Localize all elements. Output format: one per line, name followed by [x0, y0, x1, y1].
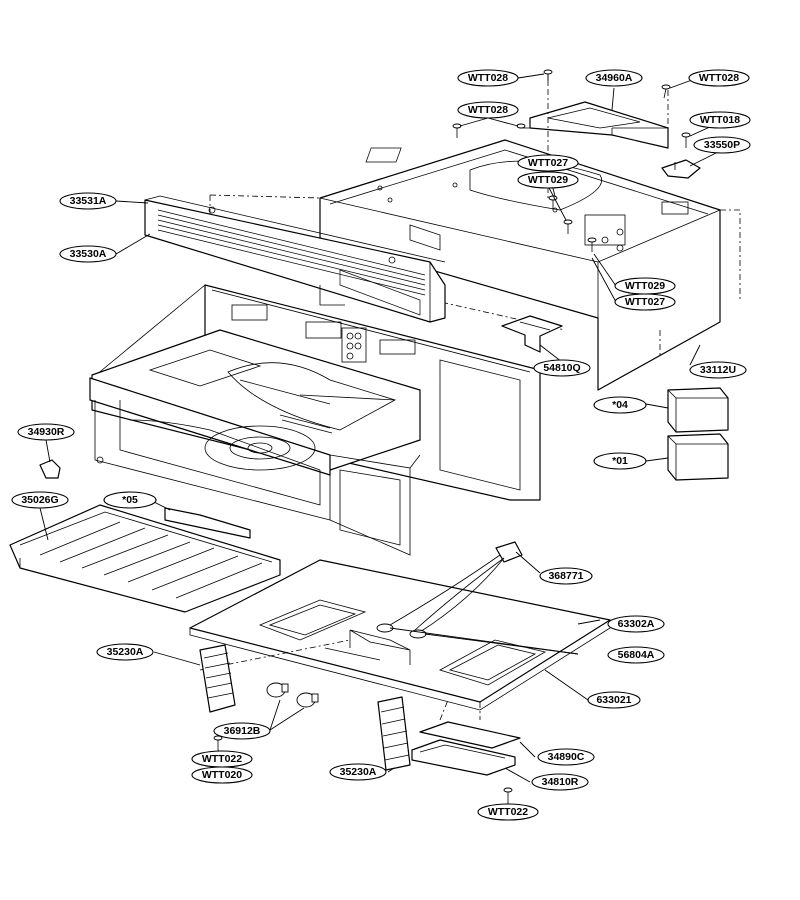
callout-33112u: 33112U: [689, 361, 747, 379]
cavity-top: [91, 329, 421, 471]
callout-54810q: 54810Q: [533, 359, 591, 377]
callout-text: 35230A: [340, 766, 377, 778]
callout-text: WTT027: [625, 296, 665, 308]
screw-wtt027-icon: [548, 195, 573, 234]
callout-wtt028-a: WTT028: [457, 69, 519, 87]
callout-text: 633021: [596, 694, 631, 706]
callout-text: 33530A: [70, 248, 107, 260]
bracket-54810q: [501, 315, 563, 353]
callout-wtt027-a: WTT027: [517, 154, 579, 172]
callout-text: 33550P: [704, 139, 740, 151]
callout-text: *04: [612, 399, 628, 411]
screw-wtt029-icon: [587, 237, 597, 252]
screws-bottom: [213, 735, 513, 802]
callout-text: WTT029: [528, 174, 568, 186]
screw-wtt022-b-icon: [503, 787, 513, 802]
callout-33531a: 33531A: [59, 192, 117, 210]
callout-05: *05: [103, 491, 157, 509]
callout-34890c: 34890C: [537, 748, 595, 766]
pad-04: [667, 387, 729, 433]
callout-wtt028-c: WTT028: [457, 101, 519, 119]
callout-text: WTT022: [202, 753, 242, 765]
callout-text: 35230A: [107, 646, 144, 658]
cavity-front: [89, 377, 421, 556]
callout-33530a: 33530A: [59, 245, 117, 263]
clip-34930r: [39, 459, 61, 479]
callout-368771: 368771: [539, 567, 593, 585]
callout-text: WTT028: [468, 104, 508, 116]
callout-56804a: 56804A: [607, 646, 665, 664]
callout-wtt018: WTT018: [689, 111, 751, 129]
bulb-icon: [296, 692, 319, 708]
callout-34930r: 34930R: [17, 423, 75, 441]
lamp-cover: [411, 699, 521, 776]
callout-text: WTT029: [625, 280, 665, 292]
callout-35230a-right: 35230A: [329, 763, 387, 781]
callout-text: 34890C: [548, 751, 585, 763]
callout-35026g: 35026G: [11, 491, 69, 509]
callout-text: 33112U: [700, 364, 736, 376]
callout-35230a-left: 35230A: [96, 643, 154, 661]
bulb-icon: [266, 682, 289, 698]
vent-grille: [144, 195, 446, 323]
callout-633021: 633021: [587, 691, 641, 709]
callout-text: 34810R: [542, 776, 579, 788]
screw-wtt018-icon: [681, 132, 691, 148]
filter-right: [377, 696, 411, 771]
callout-text: 56804A: [618, 649, 655, 661]
pad-01: [667, 433, 729, 481]
screw-wtt028-c-icon: [452, 123, 530, 138]
callout-text: 35026G: [21, 494, 58, 506]
callout-34810r: 34810R: [531, 773, 589, 791]
callout-wtt022-b: WTT022: [477, 803, 539, 821]
callout-34960a: 34960A: [585, 69, 643, 87]
callout-text: 54810Q: [543, 362, 580, 374]
callout-text: *05: [122, 494, 138, 506]
callout-wtt029-a: WTT029: [517, 171, 579, 189]
callout-text: 368771: [548, 570, 583, 582]
callout-text: 34930R: [28, 426, 65, 438]
callout-text: WTT022: [488, 806, 528, 818]
callout-wtt028-b: WTT028: [688, 69, 750, 87]
callout-text: WTT028: [699, 72, 739, 84]
glass-tray: [9, 504, 281, 613]
callout-wtt022-a: WTT022: [191, 750, 253, 768]
callout-01: *01: [593, 452, 647, 470]
callout-text: 33531A: [70, 195, 107, 207]
callout-wtt029-b: WTT029: [614, 277, 676, 295]
callout-wtt027-b: WTT027: [614, 293, 676, 311]
screw-wtt022-a-icon: [213, 735, 223, 750]
screw-wtt028-a-icon: [543, 69, 553, 84]
callout-text: WTT018: [700, 114, 740, 126]
screws-top: [452, 69, 691, 252]
filter-left: [199, 644, 236, 713]
callout-63302a: 63302A: [607, 615, 665, 633]
callout-wtt020: WTT020: [191, 766, 253, 784]
callout-33550p: 33550P: [693, 136, 751, 154]
callout-text: 36912B: [224, 725, 261, 737]
callout-text: WTT027: [528, 157, 568, 169]
plate-05: [164, 507, 251, 539]
callout-text: 63302A: [618, 618, 655, 630]
callout-text: *01: [612, 455, 628, 467]
bulbs: [266, 682, 319, 708]
callout-text: 34960A: [596, 72, 633, 84]
screw-wtt028-b-icon: [661, 84, 671, 99]
callout-36912b: 36912B: [213, 722, 271, 740]
callout-04: *04: [593, 396, 647, 414]
callout-text: WTT028: [468, 72, 508, 84]
callout-text: WTT020: [202, 769, 242, 781]
wire-harness: [376, 541, 523, 639]
bracket-33550p: [661, 159, 701, 179]
